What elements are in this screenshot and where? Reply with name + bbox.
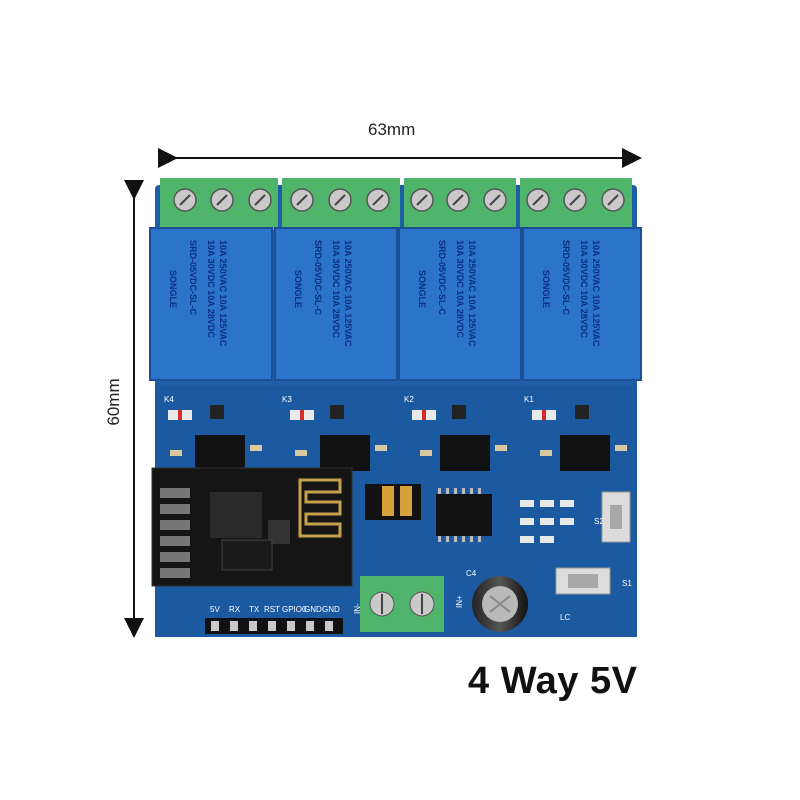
product-caption: 4 Way 5V [468,660,638,702]
svg-text:10A 250VAC 10A 125VAC: 10A 250VAC 10A 125VAC [218,240,228,347]
status-leds [520,500,574,543]
svg-text:GND: GND [304,605,322,614]
svg-text:RST: RST [264,605,280,614]
svg-text:10A 250VAC 10A 125VAC: 10A 250VAC 10A 125VAC [343,240,353,347]
svg-text:LC: LC [560,613,570,622]
relay-4: 10A 250VAC 10A 125VAC 10A 30VDC 10A 28VD… [522,227,642,381]
svg-text:S1: S1 [622,579,632,588]
svg-text:C4: C4 [466,569,477,578]
relay-1: 10A 250VAC 10A 125VAC 10A 30VDC 10A 28VD… [149,227,273,381]
width-dimension-label: 63mm [368,120,416,139]
label-k3: K3 [282,395,292,404]
label-k4: K4 [164,395,174,404]
svg-text:RX: RX [229,605,241,614]
svg-text:TX: TX [249,605,260,614]
svg-text:10A 30VDC 10A 28VDC: 10A 30VDC 10A 28VDC [331,240,341,338]
relay-2: 10A 250VAC 10A 125VAC 10A 30VDC 10A 28VD… [274,227,398,381]
button-s2 [601,491,631,543]
svg-text:IN-: IN- [353,603,362,614]
svg-text:10A 30VDC 10A 28VDC: 10A 30VDC 10A 28VDC [455,240,465,338]
label-k1: K1 [524,395,534,404]
svg-text:SRD-05VDC-SL-C: SRD-05VDC-SL-C [561,240,571,316]
esp-wifi-module [151,467,353,587]
svg-text:SRD-05VDC-SL-C: SRD-05VDC-SL-C [313,240,323,316]
relay-3: 10A 250VAC 10A 125VAC 10A 30VDC 10A 28VD… [398,227,522,381]
svg-text:SONGLE: SONGLE [541,270,551,308]
svg-text:10A 250VAC 10A 125VAC: 10A 250VAC 10A 125VAC [467,240,477,347]
svg-text:GPIO0: GPIO0 [282,605,307,614]
label-k2: K2 [404,395,414,404]
svg-text:IN+: IN+ [455,595,464,608]
electrolytic-capacitor [472,576,528,632]
svg-text:SONGLE: SONGLE [417,270,427,308]
jumper-header [365,484,421,520]
svg-text:10A 250VAC 10A 125VAC: 10A 250VAC 10A 125VAC [591,240,601,347]
svg-text:10A 30VDC 10A 28VDC: 10A 30VDC 10A 28VDC [206,240,216,338]
pin-labels: 5V RX TX RST GPIO0 GND GND [210,605,340,614]
svg-text:SONGLE: SONGLE [168,270,178,308]
button-s1 [555,567,611,595]
pin-header [205,618,343,634]
svg-text:5V: 5V [210,605,220,614]
svg-text:SRD-05VDC-SL-C: SRD-05VDC-SL-C [188,240,198,316]
optocouplers [195,435,610,471]
svg-text:10A 30VDC 10A 28VDC: 10A 30VDC 10A 28VDC [579,240,589,338]
power-input-terminal [360,576,444,632]
svg-text:S2: S2 [594,517,604,526]
svg-text:SONGLE: SONGLE [293,270,303,308]
svg-text:SRD-05VDC-SL-C: SRD-05VDC-SL-C [437,240,447,316]
screw-terminal-row [160,178,632,230]
svg-text:GND: GND [322,605,340,614]
microcontroller-chip [436,494,492,536]
transistors [210,405,589,419]
